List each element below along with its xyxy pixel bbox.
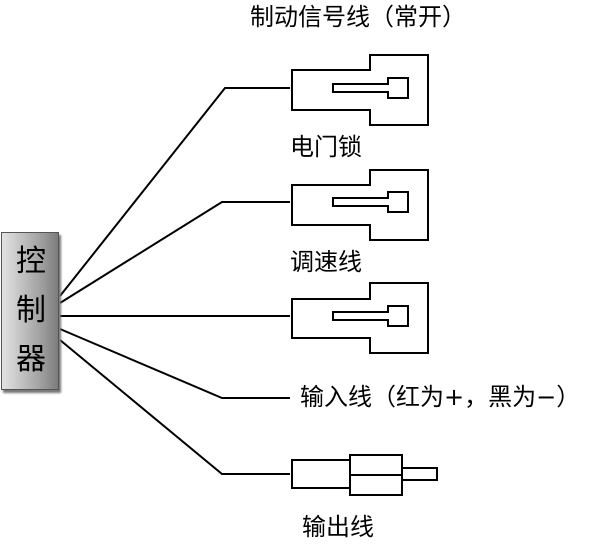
controller-char-2: 制 (16, 293, 46, 328)
connector-speed (291, 282, 429, 354)
connector-lock (291, 169, 429, 241)
label-brake-signal: 制动信号线（常开） (250, 3, 466, 31)
label-output: 输出线 (302, 513, 374, 541)
wire-lock (59, 201, 290, 304)
connector-brake (291, 54, 429, 126)
controller-char-1: 控 (16, 244, 46, 279)
wire-brake (59, 87, 290, 297)
wire-input (59, 328, 290, 399)
controller-char-3: 器 (16, 342, 46, 377)
connector-output (291, 454, 438, 496)
label-speed: 调速线 (290, 248, 362, 276)
label-lock: 电门锁 (290, 133, 362, 161)
controller-box: 控 制 器 (1, 232, 59, 390)
wire-output (59, 339, 290, 475)
label-input: 输入线（红为+，黑为−） (300, 383, 581, 411)
